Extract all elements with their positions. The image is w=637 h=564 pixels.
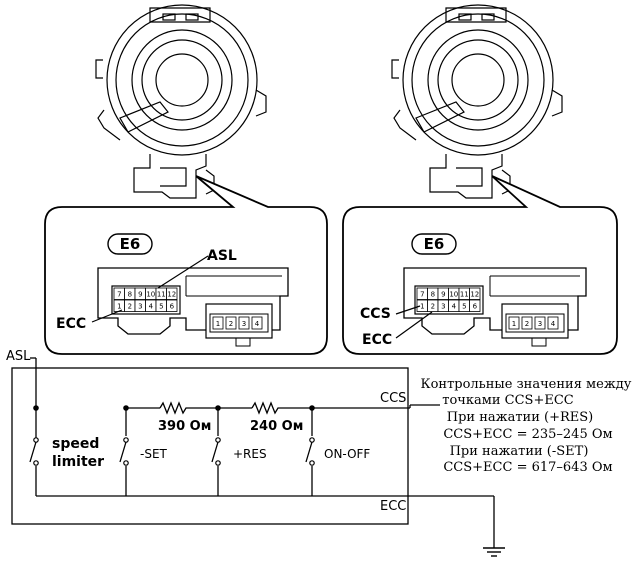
pin-label: 6 (170, 303, 175, 311)
pin-label: 7 (420, 291, 424, 299)
pin-label: 2 (229, 320, 233, 328)
clock-spring-right (391, 4, 563, 199)
note-line: При нажатии (+RES) (447, 410, 593, 425)
pin-grid-right: 7 8 9 10 11 12 1 2 3 4 5 6 (416, 287, 481, 312)
pin-label: 1 (512, 320, 516, 328)
pin-label: 2 (128, 303, 132, 311)
ecc-pin-label-right: ECC (362, 332, 392, 348)
pin-label: 8 (128, 291, 132, 299)
note-line: CCS+ECC = 617–643 Ом (443, 460, 612, 475)
pin-label: 6 (473, 303, 478, 311)
pin-label: 5 (462, 303, 466, 311)
pin-label: 1 (216, 320, 220, 328)
connector-callout-right: E6 7 8 9 10 11 12 1 2 3 4 (342, 175, 618, 355)
connector-callout-left: E6 7 8 9 10 11 12 1 2 3 4 (44, 175, 328, 355)
junction-dots (33, 405, 315, 411)
resistor-390-label: 390 Ом (158, 419, 211, 434)
pin-label: 3 (242, 320, 246, 328)
connector-tag-right: E6 (424, 235, 445, 253)
note-line: При нажатии (-SET) (450, 444, 589, 459)
connector-tag-left: E6 (120, 235, 141, 253)
onoff-switch-label: ON-OFF (324, 447, 370, 461)
pin-label: 5 (159, 303, 163, 311)
reference-values-note: Контрольные значения между точками CCS+E… (421, 377, 632, 475)
pin-label: 4 (551, 320, 556, 328)
pin-label: 12 (470, 291, 479, 299)
resistor-240-icon (251, 401, 280, 415)
pin-grid-left: 7 8 9 10 11 12 1 2 3 4 5 6 (113, 287, 178, 312)
pin-label: 9 (441, 291, 445, 299)
asl-pin-label: ASL (207, 248, 237, 264)
resistor-390-icon (159, 401, 188, 415)
speed-limiter-switch-icon (29, 436, 42, 466)
pin-label: 10 (449, 291, 458, 299)
pin-label: 4 (452, 303, 457, 311)
res-switch-icon (211, 436, 224, 466)
pin-label: 11 (157, 291, 166, 299)
pin-label: 3 (538, 320, 542, 328)
aux-pins-left: 1 2 3 4 (212, 316, 263, 330)
set-switch-icon (119, 436, 132, 466)
speed-limiter-label-line1: speed (52, 436, 99, 452)
resistor-240-label: 240 Ом (250, 419, 303, 434)
note-line: Контрольные значения между (421, 377, 632, 392)
pin-label: 3 (441, 303, 445, 311)
pin-label: 4 (149, 303, 154, 311)
set-switch-label: -SET (140, 447, 168, 461)
pin-label: 10 (146, 291, 155, 299)
note-line: точками CCS+ECC (442, 393, 574, 408)
asl-wire-label: ASL (6, 349, 31, 364)
pin-label: 9 (138, 291, 142, 299)
pin-label: 11 (460, 291, 469, 299)
pin-label: 7 (117, 291, 121, 299)
pin-label: 2 (431, 303, 435, 311)
res-switch-label: +RES (233, 447, 267, 461)
pin-label: 8 (431, 291, 435, 299)
pin-label: 12 (167, 291, 176, 299)
pin-label: 1 (117, 303, 121, 311)
clock-spring-left (95, 4, 267, 199)
ecc-wire-label: ECC (380, 499, 406, 514)
ecc-pin-label-left: ECC (56, 316, 86, 332)
pin-label: 1 (420, 303, 424, 311)
aux-pins-right: 1 2 3 4 (508, 316, 559, 330)
pin-label: 3 (138, 303, 142, 311)
speed-limiter-label-line2: limiter (52, 454, 104, 470)
pin-label: 2 (525, 320, 529, 328)
ground-icon (483, 547, 505, 557)
ccs-pin-label: CCS (360, 306, 391, 322)
onoff-switch-icon (305, 436, 318, 466)
pin-label: 4 (255, 320, 260, 328)
ccs-wire-label: CCS (380, 391, 406, 406)
note-line: CCS+ECC = 235–245 Ом (443, 427, 612, 442)
